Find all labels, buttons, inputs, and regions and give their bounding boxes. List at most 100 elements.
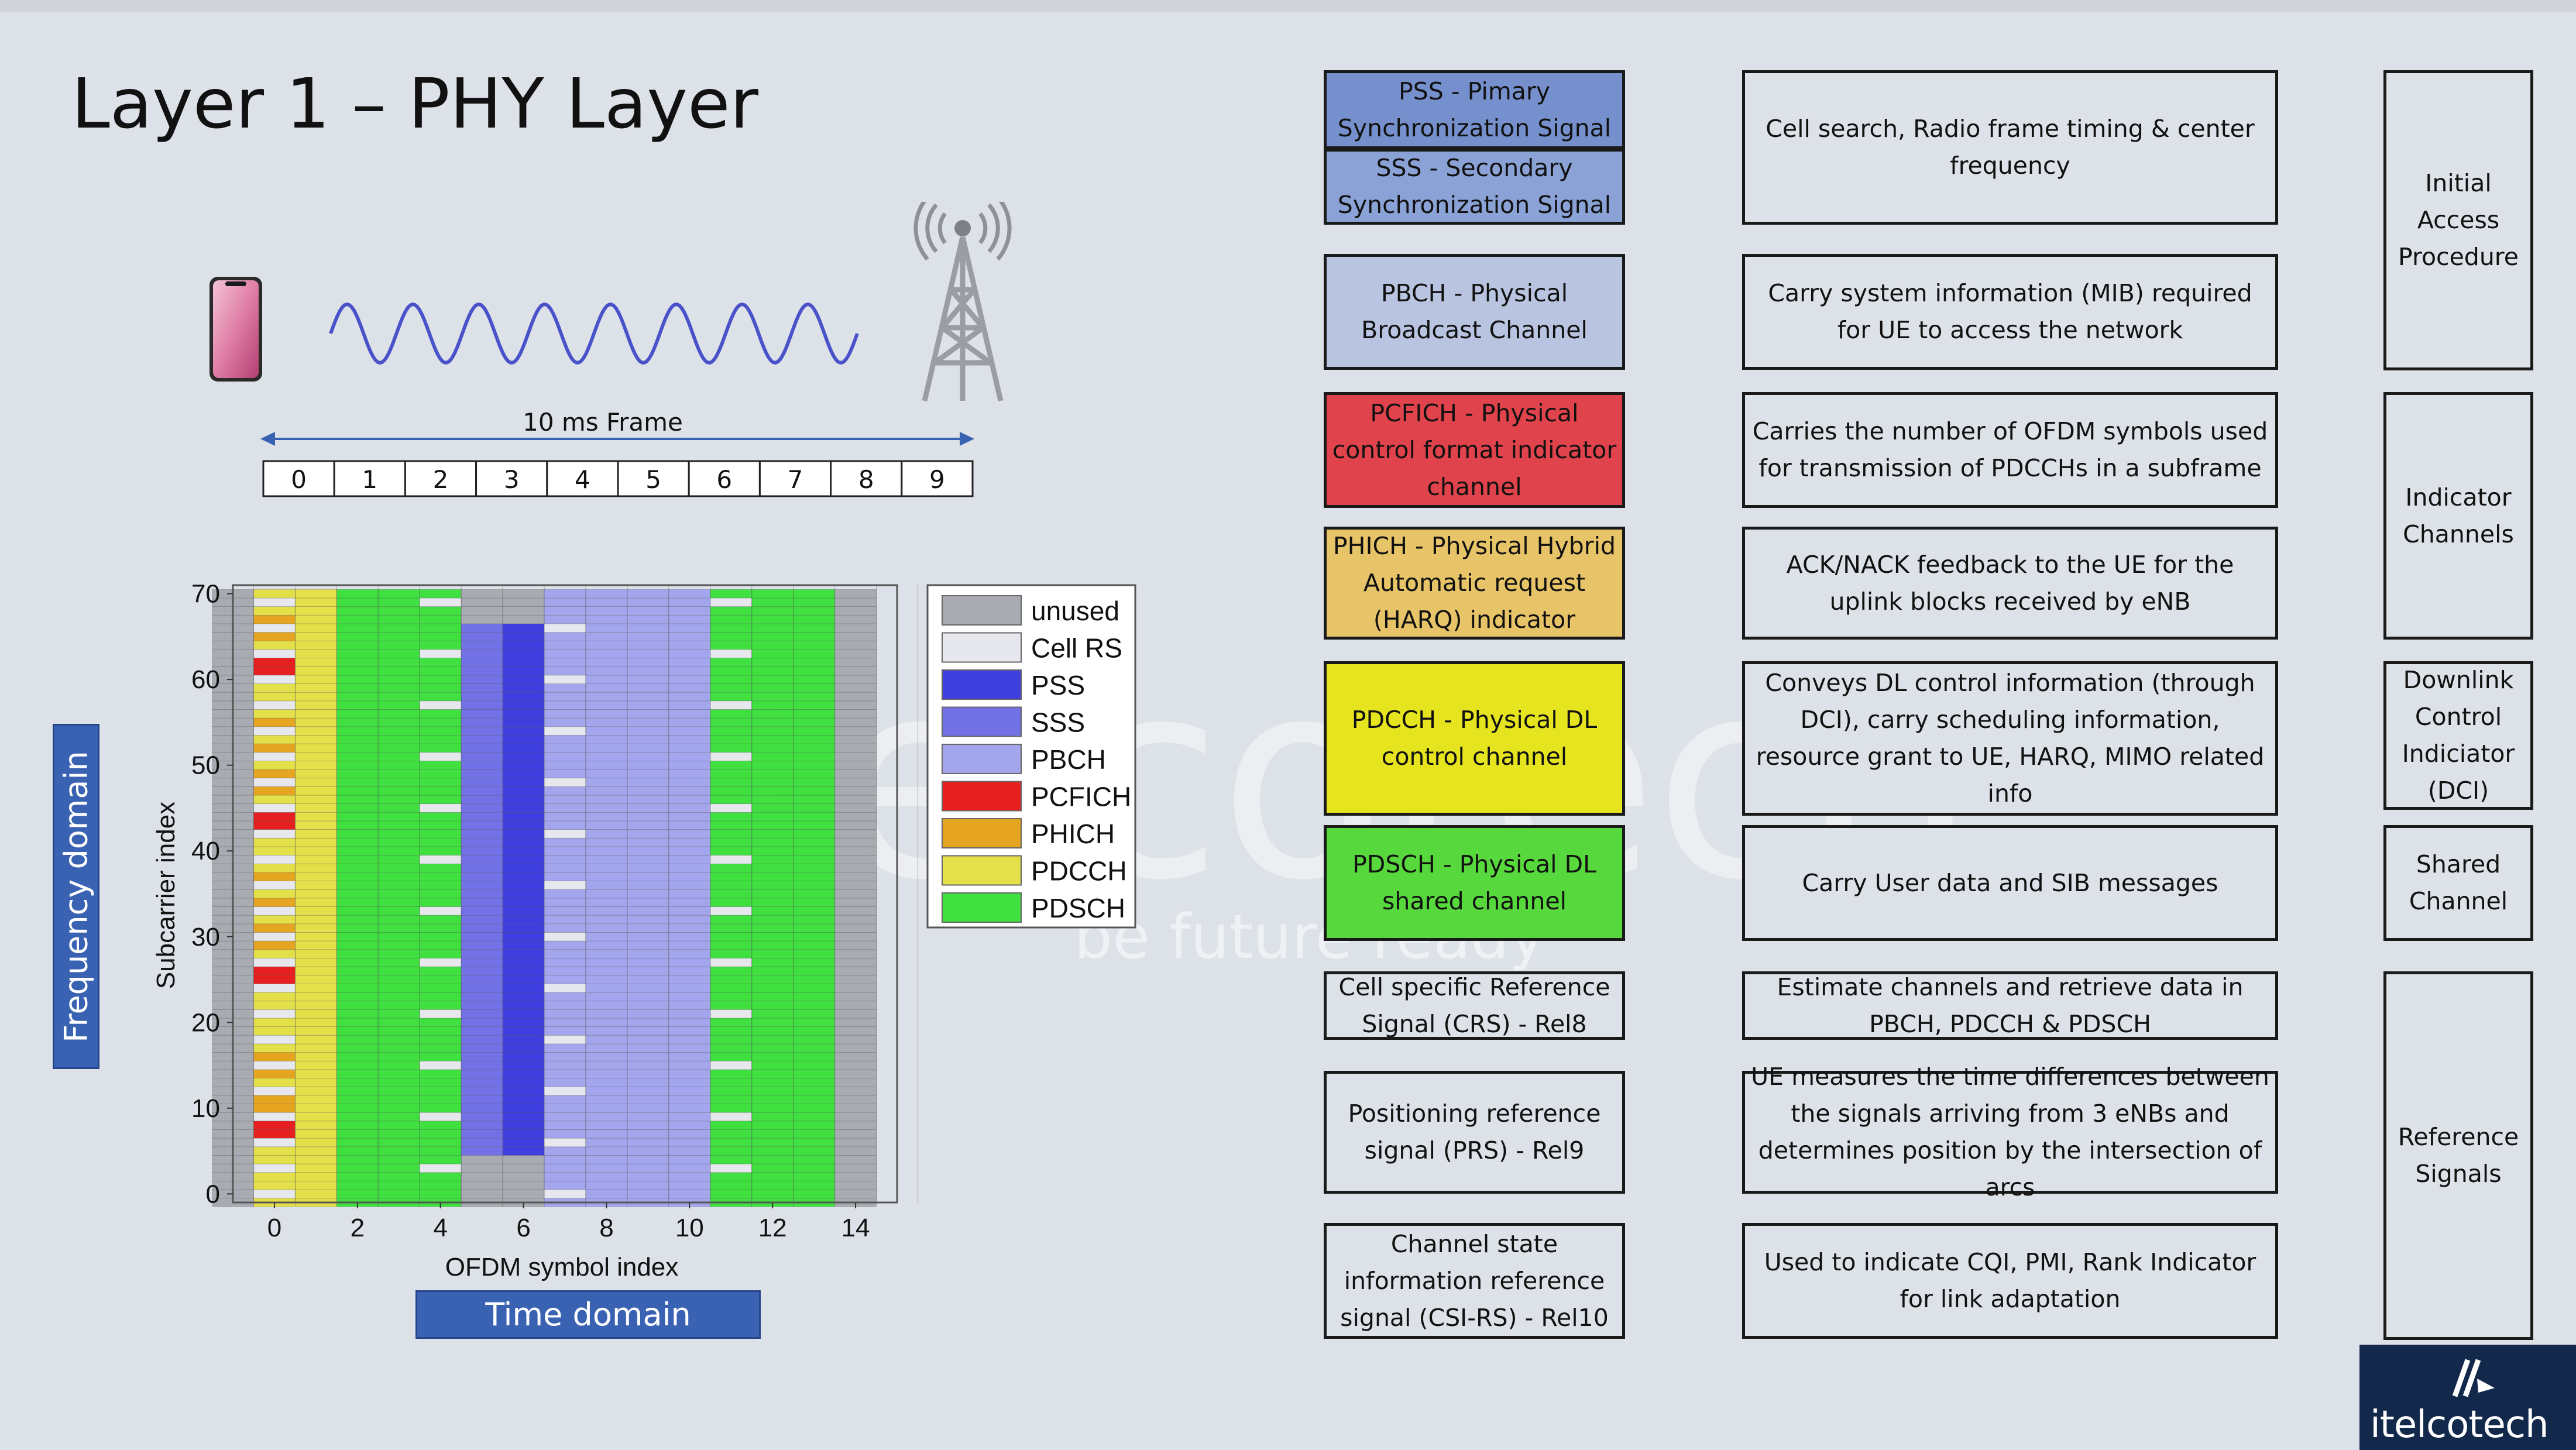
grid-cell-pbch [544,649,586,658]
grid-cell-pdsch [793,1163,835,1173]
grid-cell-unused [834,683,877,693]
channel-description: Estimate channels and retrieve data in P… [1742,971,2278,1040]
grid-cell-sss [461,795,503,805]
grid-cell-pdsch [751,760,794,770]
grid-cell-pdsch [793,855,835,864]
grid-cell-pss [502,752,545,761]
grid-cell-pdsch [419,898,462,907]
grid-cell-pdsch [751,906,794,916]
grid-cell-pss [502,709,545,719]
grid-cell-cell-rs [253,1035,296,1044]
grid-cell-pdsch [710,915,753,925]
subframe-label: 1 [362,465,377,494]
grid-cell-pdsch [710,743,753,753]
grid-cell-pbch [544,1155,586,1164]
y-tick-label: 0 [206,1180,220,1208]
grid-cell-pdsch [336,778,379,787]
grid-cell-pdsch [377,855,420,864]
grid-cell-phich [253,1069,296,1078]
grid-cell-pdsch [793,606,835,616]
grid-cell-unused [834,881,877,890]
grid-cell-unused [834,1035,877,1044]
grid-cell-pss [502,949,545,958]
grid-cell-pdsch [336,1138,379,1147]
grid-cell-pdsch [377,1086,420,1096]
grid-cell-sss [461,1043,503,1053]
legend-label: unused [1031,596,1119,626]
grid-cell-pdsch [419,1180,462,1190]
x-tick-label: 2 [351,1214,365,1242]
grid-cell-cell-rs [253,1163,296,1173]
grid-cell-pdsch [710,1078,753,1087]
grid-cell-pdsch [751,1104,794,1113]
grid-cell-pdsch [793,683,835,693]
grid-cell-pdsch [377,709,420,719]
grid-cell-pbch [544,597,586,607]
grid-cell-pdsch [336,709,379,719]
grid-cell-pdcch [295,1009,337,1019]
grid-cell-pdsch [710,1180,753,1190]
grid-cell-unused [834,649,877,658]
grid-cell-pdsch [336,1112,379,1122]
grid-cell-pdsch [793,829,835,839]
grid-cell-pbch [585,863,628,873]
frequency-domain-text: Frequency domain [57,750,95,1043]
grid-cell-pbch [585,1035,628,1044]
grid-cell-pdcch [295,1155,337,1164]
grid-cell-sss [461,940,503,950]
grid-cell-pdsch [419,1069,462,1078]
grid-cell-pdsch [336,1180,379,1190]
grid-cell-pdsch [751,1043,794,1053]
grid-cell-pdcch [295,760,337,770]
grid-cell-sss [461,640,503,650]
grid-cell-pdsch [710,820,753,830]
grid-cell-pbch [668,1095,711,1104]
grid-cell-pss [502,820,545,830]
grid-cell-pdsch [336,658,379,667]
grid-cell-pdcch [295,812,337,822]
grid-cell-pdsch [793,1095,835,1104]
grid-cell-cell-rs [419,752,462,761]
grid-cell-pbch [627,1163,669,1173]
grid-cell-pdcch [295,666,337,676]
grid-cell-pbch [668,855,711,864]
grid-cell-pdsch [377,812,420,822]
grid-cell-pbch [585,1121,628,1130]
grid-cell-cell-rs [253,829,296,839]
grid-cell-unused [834,1129,877,1139]
grid-cell-pbch [585,820,628,830]
grid-cell-pdsch [377,1018,420,1028]
grid-cell-pdsch [793,923,835,933]
grid-cell-cell-rs [544,675,586,684]
grid-cell-pbch [544,940,586,950]
grid-cell-pdcch [295,863,337,873]
grid-cell-pdsch [336,957,379,967]
grid-cell-unused [834,786,877,796]
grid-cell-pdsch [710,666,753,676]
grid-cell-pdsch [419,1172,462,1181]
grid-cell-pdsch [419,778,462,787]
grid-cell-pbch [668,1078,711,1087]
grid-cell-pdcch [295,735,337,744]
grid-cell-pdcch [295,589,337,599]
frame-label: 10 ms Frame [523,408,683,437]
grid-cell-pdsch [751,692,794,702]
grid-cell-pdsch [793,966,835,976]
subframe-cell [546,460,619,497]
grid-cell-pdcch [295,606,337,616]
grid-cell-pdsch [710,863,753,873]
grid-cell-pbch [585,649,628,658]
grid-cell-pdsch [751,683,794,693]
grid-cell-pdsch [710,675,753,684]
grid-cell-pdsch [377,1129,420,1139]
grid-cell-unused [834,726,877,736]
grid-cell-sss [461,932,503,942]
grid-cell-unused [834,1180,877,1190]
grid-cell-pbch [668,1189,711,1199]
grid-cell-pdsch [419,1129,462,1139]
grid-cell-pdsch [793,632,835,641]
plot-frame [232,584,898,1204]
grid-cell-pss [502,1112,545,1122]
grid-cell-pdsch [751,940,794,950]
grid-cell-pbch [627,872,669,881]
